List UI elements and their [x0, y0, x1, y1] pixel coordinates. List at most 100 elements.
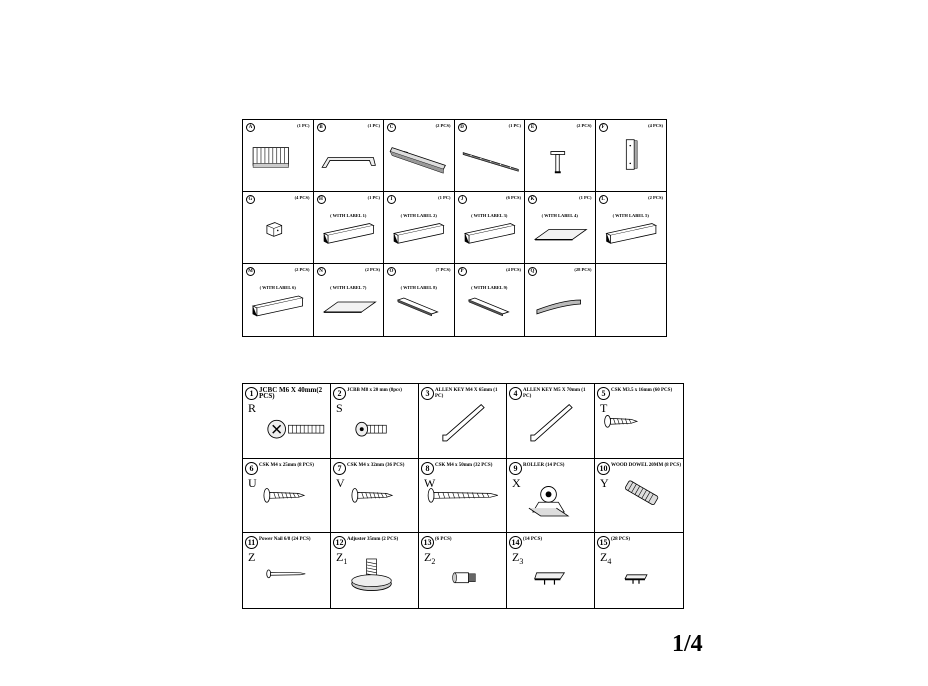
- hardware-description: Adjuster 35mm (2 PCS): [347, 537, 399, 543]
- center-rail-icon: [462, 152, 519, 172]
- part-label: ( WITH LABEL 6): [259, 285, 296, 290]
- part-label: ( WITH LABEL 4): [541, 213, 578, 218]
- hardware-description: (6 PCS): [435, 537, 452, 543]
- part-quantity: (1 PC): [579, 195, 592, 200]
- adjuster-foot-icon: [351, 558, 392, 592]
- part-quantity: (1 PC): [367, 195, 380, 200]
- part-cell-m: M(2 PCS)( WITH LABEL 6): [243, 264, 314, 336]
- part-cell-k: K(1 PC)( WITH LABEL 4): [525, 192, 596, 264]
- hardware-description: CSK M4 x 25mm (8 PCS): [259, 462, 314, 468]
- hardware-number: 11: [245, 536, 258, 550]
- hardware-description: WOOD DOWEL 20MM (8 PCS): [611, 462, 681, 468]
- part-letter: H: [316, 195, 326, 204]
- hardware-code-subscript: 4: [607, 557, 612, 567]
- nail-icon: [266, 569, 306, 579]
- hardware-code-letter: W: [424, 475, 436, 490]
- hardware-code: V: [336, 476, 345, 491]
- part-cell-p: P(4 PCS)( WITH LABEL 9): [455, 264, 525, 336]
- hardware-code-letter: Z: [512, 550, 520, 565]
- hardware-description: Power Nail 6/8 (24 PCS): [259, 537, 311, 543]
- screw-short-icon: [604, 415, 639, 428]
- slat-holder-icon: [534, 572, 566, 585]
- page-number: 1/4: [672, 631, 703, 657]
- hardware-number: 8: [421, 461, 434, 475]
- hardware-number: 6: [245, 461, 258, 475]
- headboard-icon: [252, 147, 289, 168]
- hardware-code-letter: Z: [248, 550, 256, 565]
- hardware-code-letter: S: [336, 401, 343, 415]
- cam-bolt-icon: [452, 572, 476, 584]
- part-quantity: (28 PCS): [574, 267, 592, 272]
- hardware-code: Z: [248, 550, 255, 565]
- hardware-code: Y: [600, 476, 609, 491]
- hardware-number: 3: [421, 387, 434, 400]
- part-cell-e: E(2 PCS): [525, 120, 596, 192]
- hardware-description: ALLEN KEY M5 X 70mm (1 PC): [523, 388, 586, 399]
- screw-icon: [351, 487, 394, 503]
- footboard-icon: [320, 157, 376, 168]
- part-cell-f: F (4 PCS): [595, 120, 666, 192]
- parts-grid: A(1 PC)B(1 PC)C(2 PCS)D(1 PC)E(2 PCS)F(4…: [242, 119, 667, 337]
- hardware-description: CSK M4 x 50mm (32 PCS): [435, 462, 493, 468]
- wood-dowel-icon: [624, 480, 659, 505]
- part-letter: F: [598, 123, 608, 132]
- part-cell-c: C(2 PCS): [384, 120, 455, 192]
- part-label: ( WITH LABEL 9): [471, 285, 508, 290]
- hardware-code-letter: V: [336, 475, 345, 490]
- part-cell-b: B(1 PC): [313, 120, 384, 192]
- hardware-number: 4: [509, 387, 522, 400]
- part-cell-j: J(6 PCS)( WITH LABEL 3): [454, 192, 525, 264]
- hardware-number: 14: [509, 536, 522, 550]
- part-letter: D: [457, 123, 467, 132]
- hardware-number: 1: [245, 387, 258, 400]
- part-quantity: (2 PCS): [294, 267, 310, 272]
- part-cell-h: H (1 PC) ( WITH LABEL 1): [313, 192, 384, 264]
- bottom-board-icon: [533, 229, 588, 241]
- part-letter: O: [387, 267, 396, 276]
- part-label: ( WITH LABEL 1): [330, 213, 367, 218]
- hardware-code: W: [424, 476, 435, 491]
- part-quantity: (4 PCS): [506, 267, 521, 272]
- hardware-description: JCBC M6 X 40mm(2 PCS): [259, 386, 323, 400]
- hardware-code: Z3: [512, 550, 523, 566]
- hardware-code-subscript: 2: [431, 557, 436, 567]
- part-label: ( WITH LABEL 8): [400, 285, 437, 290]
- screw-long-icon: [427, 487, 498, 503]
- hardware-description: JCBB M8 x 20 mm (8pcs): [347, 388, 402, 393]
- part-letter: G: [246, 195, 255, 204]
- part-letter: C: [387, 123, 396, 132]
- part-quantity: (2 PCS): [648, 195, 663, 200]
- hardware-code: U: [248, 476, 257, 491]
- hardware-code-subscript: 3: [519, 557, 524, 567]
- slat-icon: [467, 297, 510, 317]
- hardware-code-subscript: 1: [343, 557, 348, 567]
- hardware-cell-15: 15(28 PCS)Z4: [595, 533, 683, 608]
- hardware-description: CSK M3.5 x 16mm (60 PCS): [611, 388, 673, 393]
- hardware-code-letter: X: [512, 475, 521, 490]
- roller-icon: [528, 485, 570, 517]
- part-label: ( WITH LABEL 7): [330, 285, 367, 290]
- hardware-code: Z2: [424, 550, 435, 566]
- part-cell-g: G(4 PCS): [243, 192, 314, 264]
- part-letter: L: [598, 195, 608, 204]
- hardware-code-letter: Z: [424, 550, 432, 565]
- part-letter: E: [528, 123, 537, 132]
- part-quantity: (1 PC): [438, 195, 451, 200]
- support-leg-icon: [550, 151, 566, 174]
- hardware-code-letter: T: [600, 401, 608, 415]
- drawer-panel-icon: [463, 223, 516, 244]
- allen-key-icon: [530, 404, 573, 442]
- part-cell-o: O(7 PCS)( WITH LABEL 8): [384, 264, 455, 336]
- hardware-description: ALLEN KEY M4 X 65mm (1 PC): [435, 388, 498, 399]
- slat-clip-icon: [624, 574, 648, 585]
- part-quantity: (4 PCS): [648, 123, 663, 128]
- hardware-code: Z4: [600, 550, 611, 566]
- hardware-code-letter: U: [248, 475, 257, 490]
- part-quantity: (2 PCS): [365, 267, 380, 272]
